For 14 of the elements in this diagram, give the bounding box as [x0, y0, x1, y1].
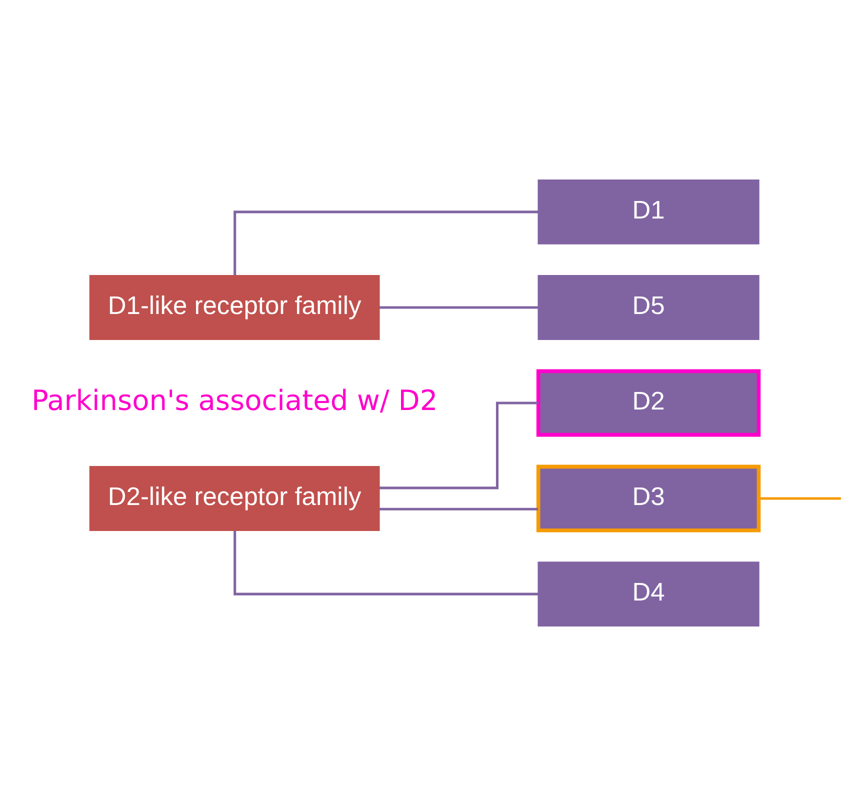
node-box: D5 — [538, 274, 760, 340]
node-box: D2-like receptor family — [89, 466, 380, 531]
connector — [234, 530, 538, 595]
node-box: D1-like receptor family — [89, 274, 380, 340]
connector — [379, 507, 538, 510]
label: Parkinson's associated w/ D2 — [31, 384, 438, 417]
connector — [234, 210, 538, 275]
connector — [379, 306, 538, 308]
connector — [758, 496, 841, 500]
connector — [379, 401, 538, 489]
node-box: D3 — [536, 464, 761, 532]
node-box: D2 — [536, 368, 761, 436]
node-box: D4 — [538, 561, 760, 626]
node-box: D1 — [538, 178, 760, 244]
